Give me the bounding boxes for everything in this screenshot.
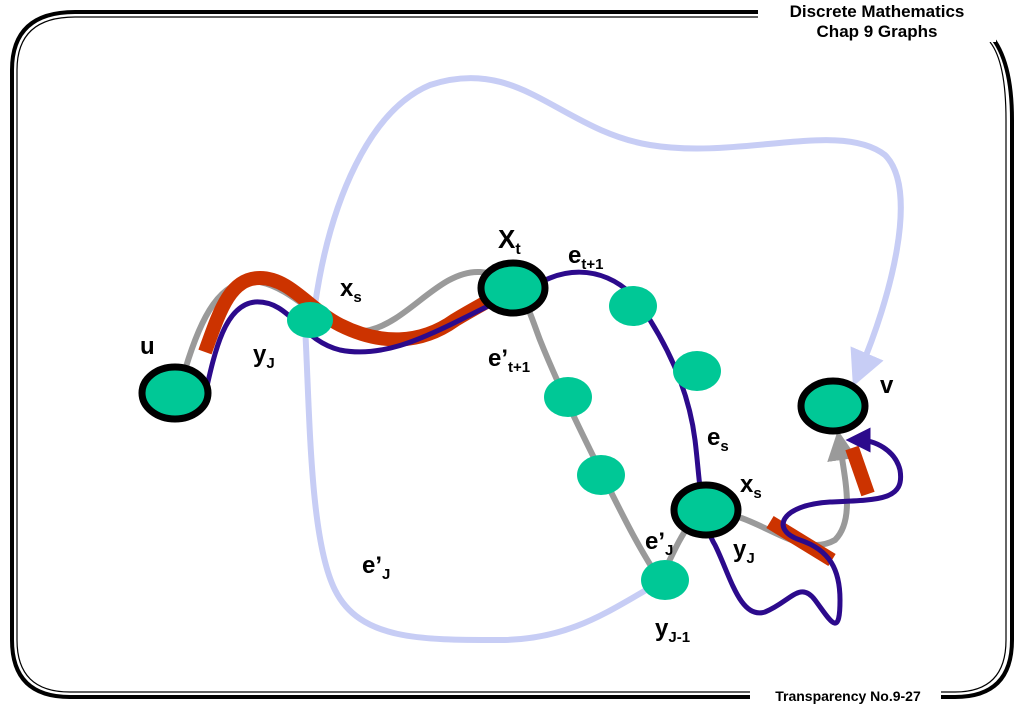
label-y-j-minus-1: yJ-1 [655,615,690,646]
slide-border-inner [16,16,1007,693]
label-x-s-right: xs [740,471,762,502]
label-e-prime-j-left: e’J [362,552,390,583]
orange-path-left [198,270,514,355]
vertex-x-t [477,259,549,317]
label-e-prime-j-right: e’J [645,528,673,559]
label-x-s-left: xs [340,275,362,306]
vertex-path-1 [609,286,657,326]
header-title: Discrete Mathematics Chap 9 Graphs [758,2,996,42]
label-e-s: es [707,424,729,455]
header-line-2: Chap 9 Graphs [816,22,938,41]
vertex-y-j-minus-1 [641,560,689,600]
vertex-path-2 [673,351,721,391]
gray-path [182,268,663,582]
orange-path-right-b [845,445,875,497]
footer-transparency-number: Transparency No.9-27 [755,687,941,705]
vertex-v [797,377,869,435]
light-path-top [312,75,904,387]
label-v: v [880,372,894,399]
vertex-path-4 [577,455,625,495]
label-u: u [140,333,155,360]
vertex-path-3 [544,377,592,417]
label-e-t1: et+1 [568,242,603,273]
label-x-t: Xt [498,224,521,258]
vertex-y-j-left [287,302,333,338]
label-y-j-right: yJ [733,536,755,567]
light-path-bottom [302,324,657,644]
vertex-x-s-right [670,481,742,539]
vertex-u [138,363,212,423]
header-line-1: Discrete Mathematics [789,2,965,21]
label-e-prime-t1: e’t+1 [488,345,530,376]
slide-border [10,10,1014,699]
label-y-j-left: yJ [253,341,275,372]
